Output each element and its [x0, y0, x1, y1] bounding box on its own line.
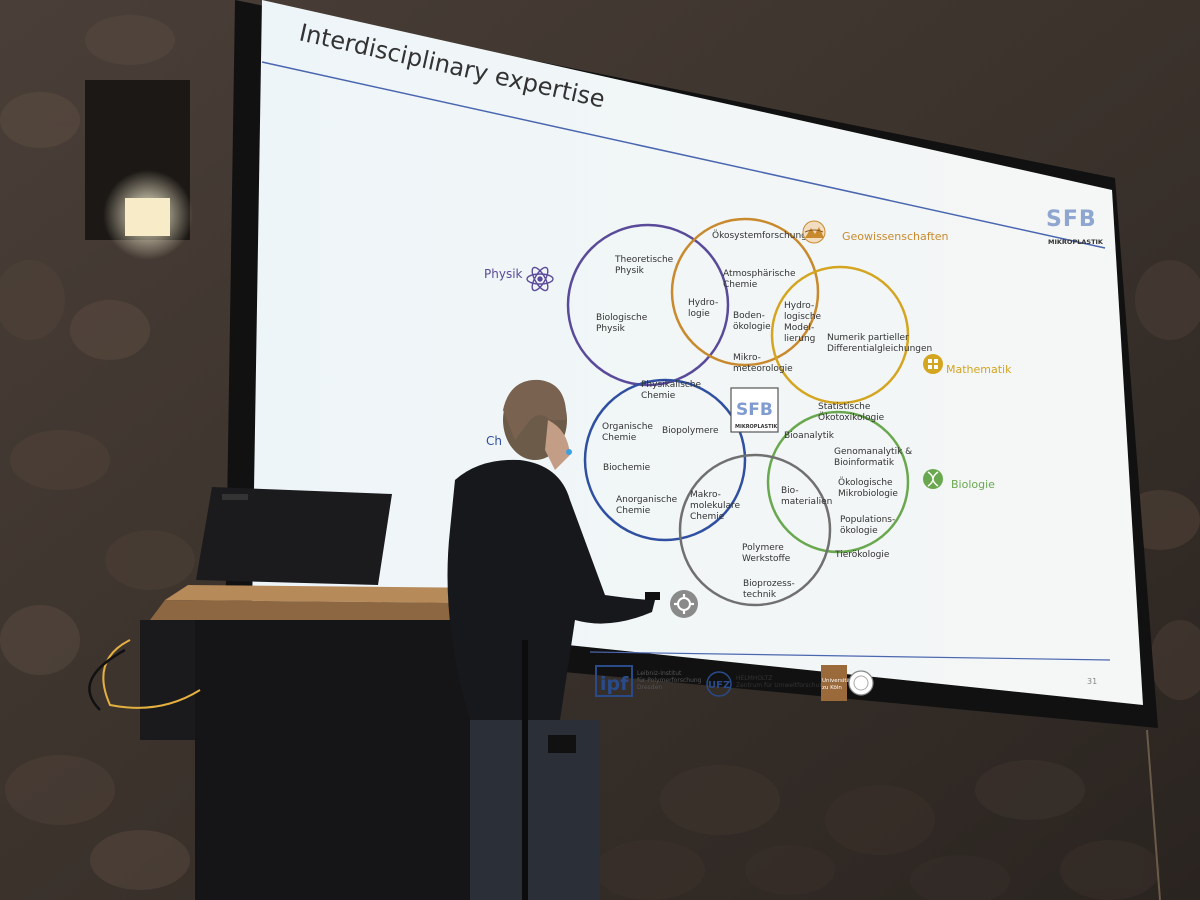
landscape-icon	[802, 220, 826, 244]
center-sfb-logo: SFB MIKROPLASTIK	[730, 387, 779, 433]
atom-icon	[526, 266, 554, 292]
svg-text:UFZ: UFZ	[708, 680, 730, 691]
svg-text:SFB: SFB	[1046, 207, 1097, 232]
chemie-circle	[583, 378, 747, 542]
biologie-label: Biologie	[951, 478, 995, 491]
svg-text:MIKROPLASTIK: MIKROPLASTIK	[1048, 238, 1104, 246]
grid-calculator-icon	[923, 354, 943, 374]
term-biopolymere: Biopolymere	[662, 426, 719, 436]
term-hydrologie: Hydro-logie	[688, 298, 718, 319]
term-bioprozesstechnik: Bioprozess-technik	[743, 579, 795, 600]
svg-text:ipf: ipf	[600, 673, 629, 695]
dna-icon	[923, 469, 943, 489]
wall-stones	[0, 15, 1200, 900]
svg-text:MIKROPLASTIK: MIKROPLASTIK	[735, 424, 778, 430]
chemie-label: Ch	[486, 434, 502, 448]
discipline-chemie: Ch	[486, 434, 502, 448]
title-underline	[261, 61, 1106, 249]
term-bioanalytik: Bioanalytik	[784, 431, 835, 441]
discipline-geowissenschaften: Geowissenschaften	[802, 220, 949, 244]
term-mikrometeorologie: Mikro-meteorologie	[733, 353, 793, 374]
laptop	[196, 487, 392, 585]
svg-text:SFB: SFB	[736, 400, 773, 420]
wall-lamp-niche	[85, 80, 193, 260]
university-seal	[848, 670, 874, 696]
slide-page-number: 31	[1087, 677, 1097, 686]
term-oekosystemforschung: Ökosystemforschung	[712, 230, 807, 241]
term-genomanalytik: Genomanalytik &Bioinformatik	[834, 447, 912, 468]
biologie-circle	[766, 410, 910, 554]
gear-icon	[670, 590, 698, 618]
term-populationsoekologie: Populations-ökologie	[840, 515, 895, 536]
venn-diagram	[566, 217, 910, 607]
mathematik-circle	[770, 265, 910, 405]
footer-line	[589, 651, 1111, 661]
sfb-logo: SFB MIKROPLASTIK	[1046, 207, 1104, 246]
discipline-biologie: Biologie	[923, 469, 995, 491]
cable-right	[1146, 729, 1161, 900]
term-bodenoekologie: Boden-ökologie	[733, 311, 771, 332]
discipline-mathematik: Mathematik	[923, 354, 1012, 376]
term-biomaterialien: Bio-materialien	[781, 486, 832, 507]
term-tieroekologie: Tierökologie	[834, 550, 890, 560]
lamp	[125, 198, 170, 236]
presenter	[447, 379, 660, 900]
physik-circle	[566, 223, 730, 387]
geowissenschaften-circle	[670, 217, 820, 367]
lectern	[88, 585, 495, 900]
engineering-circle	[678, 453, 832, 607]
term-biochemie: Biochemie	[603, 463, 651, 473]
discipline-physik: Physik	[484, 266, 554, 292]
geowissenschaften-label: Geowissenschaften	[842, 230, 949, 243]
mathematik-label: Mathematik	[946, 363, 1012, 376]
physik-label: Physik	[484, 267, 523, 281]
